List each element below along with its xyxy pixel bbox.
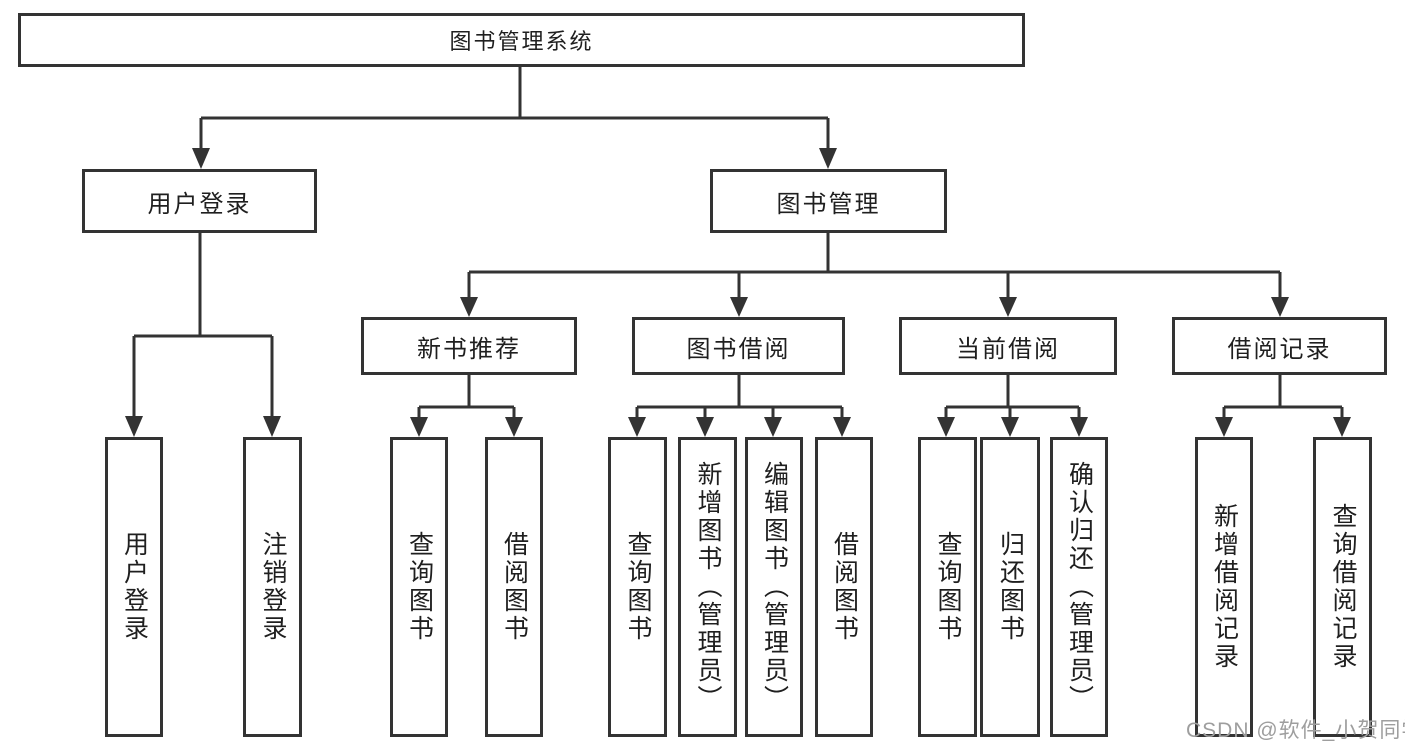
connector-user-login-split: [125, 233, 281, 437]
leaf-current-confirm-return: 确认归还（管理员）: [1050, 437, 1108, 737]
leaf-borrow-edit-book: 编辑图书（管理员）: [745, 437, 803, 737]
leaf-logout-label: 注销登录: [259, 531, 287, 643]
leaf-newbook-query: 查询图书: [390, 437, 448, 737]
leaf-borrow-book: 借阅图书: [815, 437, 873, 737]
leaf-record-query-label: 查询借阅记录: [1329, 503, 1357, 671]
leaf-borrow-add-book-label: 新增图书（管理员）: [694, 461, 722, 713]
leaf-newbook-borrow: 借阅图书: [485, 437, 543, 737]
node-current-borrow: 当前借阅: [899, 317, 1117, 375]
node-book-management: 图书管理: [710, 169, 947, 233]
node-book-borrow: 图书借阅: [632, 317, 845, 375]
leaf-logout: 注销登录: [243, 437, 302, 737]
connector-borrow-record-split: [1215, 375, 1351, 437]
leaf-record-add: 新增借阅记录: [1195, 437, 1253, 737]
leaf-current-return: 归还图书: [980, 437, 1040, 737]
connector-current-borrow-split: [937, 375, 1088, 437]
leaf-current-query: 查询图书: [918, 437, 977, 737]
leaf-user-login: 用户登录: [105, 437, 163, 737]
csdn-watermark: CSDN @软件_小贺同学: [1186, 719, 1405, 742]
leaf-borrow-book-label: 借阅图书: [830, 531, 859, 643]
node-system-root: 图书管理系统: [18, 13, 1025, 67]
leaf-borrow-query: 查询图书: [608, 437, 667, 737]
node-borrow-record: 借阅记录: [1172, 317, 1387, 375]
leaf-record-query: 查询借阅记录: [1313, 437, 1372, 737]
leaf-borrow-add-book: 新增图书（管理员）: [678, 437, 737, 737]
connector-book-management-split: [460, 233, 1289, 317]
leaf-current-query-label: 查询图书: [934, 531, 962, 643]
leaf-newbook-borrow-label: 借阅图书: [500, 531, 529, 643]
leaf-borrow-edit-book-label: 编辑图书（管理员）: [760, 461, 789, 713]
leaf-user-login-label: 用户登录: [120, 531, 149, 643]
leaf-borrow-query-label: 查询图书: [624, 531, 652, 643]
leaf-record-add-label: 新增借阅记录: [1210, 503, 1239, 671]
node-user-login: 用户登录: [82, 169, 317, 233]
leaf-current-confirm-return-label: 确认归还（管理员）: [1065, 461, 1094, 713]
leaf-newbook-query-label: 查询图书: [405, 531, 434, 643]
node-new-book-recommend: 新书推荐: [361, 317, 577, 375]
connector-root-split: [192, 67, 837, 169]
connector-new-book-split: [410, 375, 523, 437]
connector-book-borrow-split: [628, 375, 851, 437]
leaf-current-return-label: 归还图书: [996, 531, 1025, 643]
